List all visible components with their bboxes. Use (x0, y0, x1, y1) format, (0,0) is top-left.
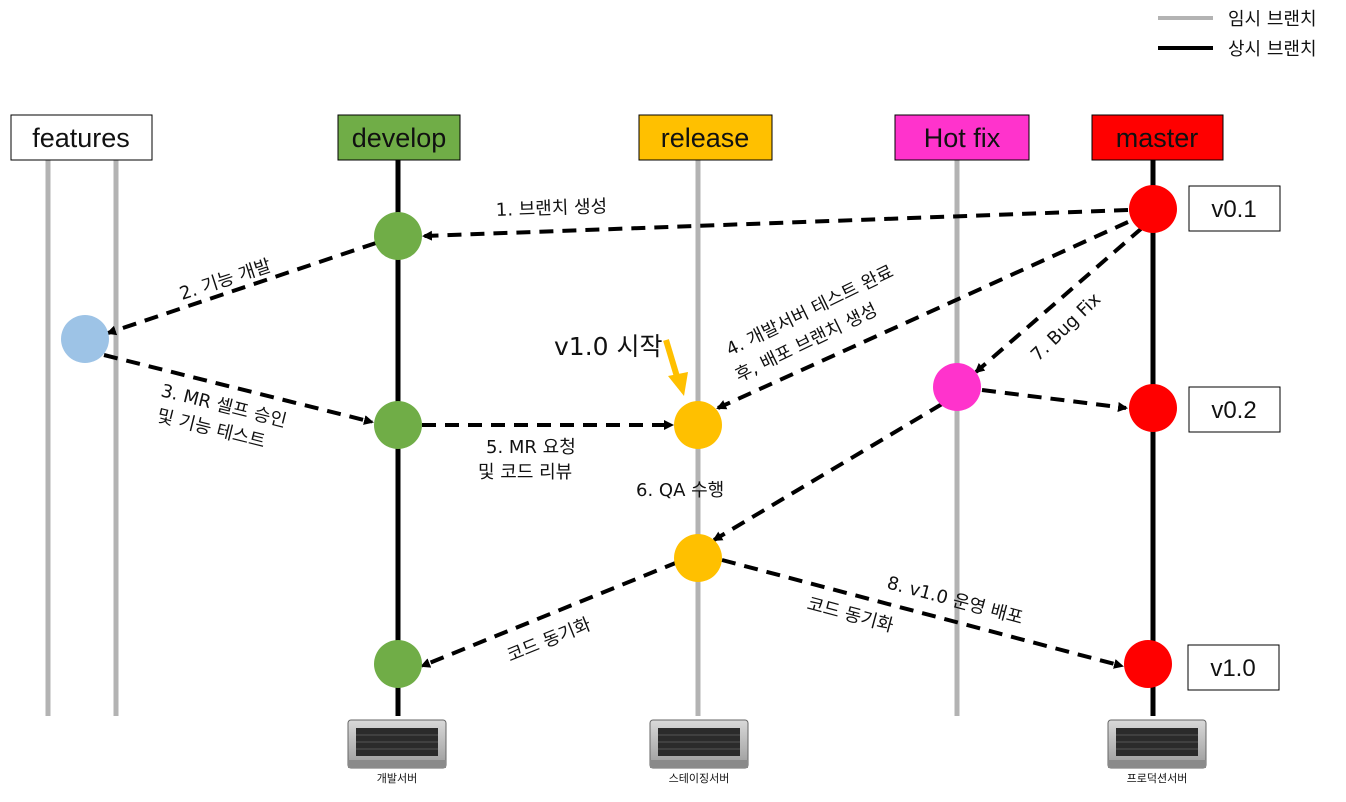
develop-node-1 (374, 212, 422, 260)
server-dev-caption: 개발서버 (377, 772, 417, 785)
release-header (638, 114, 773, 161)
arrow-self-mr (103, 353, 374, 425)
version-label-v02: v0.2 (1211, 397, 1256, 424)
develop-node-2 (374, 401, 422, 449)
hotfix-header-label: Hot fix (924, 123, 1001, 153)
step-1-label: 1. 브랜치 생성 (495, 196, 607, 221)
sync-right-label: 코드 동기화 (805, 594, 896, 637)
master-node-v02 (1129, 384, 1177, 432)
branch-headers: features develop release Hot fix master (10, 114, 1224, 161)
step-7-label: 7. Bug Fix (1027, 289, 1105, 366)
release-node-1 (674, 401, 722, 449)
arrow-sync-develop (420, 560, 679, 668)
develop-header-label: develop (352, 123, 447, 153)
arrow-deploy-master (721, 558, 1124, 669)
step-6-label: 6. QA 수행 (636, 480, 724, 501)
arrow-hotfix-release (712, 402, 944, 542)
version-label-v10: v1.0 (1210, 655, 1255, 682)
version-box-v02 (1188, 386, 1281, 433)
features-header (10, 114, 153, 161)
commit-nodes (61, 185, 1177, 688)
legend-permanent-label: 상시 브랜치 (1228, 39, 1317, 60)
master-node-v10 (1124, 640, 1172, 688)
step-2-label: 2. 기능 개발 (177, 255, 274, 304)
server-icon (347, 719, 447, 769)
step-5-label-line2: 및 코드 리뷰 (478, 462, 572, 483)
legend-temporary-label: 임시 브랜치 (1228, 9, 1317, 30)
flow-arrows (103, 208, 1144, 669)
v10-start-callout-arrow (663, 339, 688, 396)
develop-header (337, 114, 461, 161)
server-production-caption: 프로덕션서버 (1127, 772, 1188, 785)
v10-start-label: v1.0 시작 (554, 332, 663, 361)
version-tags: v0.1 v0.2 v1.0 (1187, 185, 1281, 691)
arrow-bug-fix (974, 226, 1144, 374)
master-node-v01 (1129, 185, 1177, 233)
version-label-v01: v0.1 (1211, 196, 1256, 223)
hotfix-node (933, 363, 981, 411)
step-labels: 1. 브랜치 생성 2. 기능 개발 3. MR 셀프 승인 및 기능 테스트 … (155, 196, 1106, 667)
server-production: 프로덕션서버 (1107, 719, 1207, 785)
master-header-label: master (1116, 123, 1199, 153)
sync-left-label: 코드 동기화 (504, 614, 594, 667)
step-5-label-line1: 5. MR 요청 (486, 437, 576, 458)
release-header-label: release (661, 123, 750, 153)
master-header (1091, 114, 1224, 161)
server-icon (1107, 719, 1207, 769)
develop-node-3 (374, 640, 422, 688)
feature-node (61, 315, 109, 363)
server-staging-caption: 스테이징서버 (669, 772, 730, 785)
hotfix-header (894, 114, 1030, 161)
legend: 임시 브랜치 상시 브랜치 (1158, 9, 1317, 60)
arrow-release-branch (716, 220, 1129, 410)
arrow-hotfix-master (981, 388, 1128, 412)
version-box-v01 (1188, 185, 1281, 232)
server-staging: 스테이징서버 (649, 719, 749, 785)
arrow-feature-dev (106, 241, 377, 336)
features-header-label: features (32, 123, 130, 153)
server-icon (649, 719, 749, 769)
version-box-v10 (1187, 644, 1280, 691)
release-node-2 (674, 534, 722, 582)
arrow-create-branch (422, 208, 1129, 241)
server-dev: 개발서버 (347, 719, 447, 785)
